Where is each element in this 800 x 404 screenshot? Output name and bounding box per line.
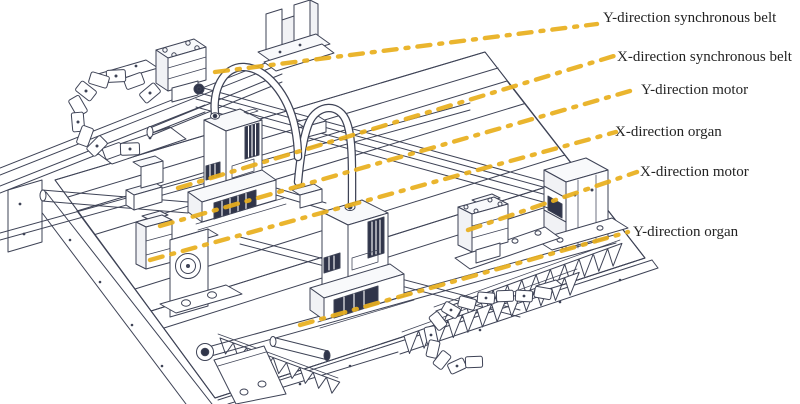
bearing-block [159,228,243,318]
label-x-sync-belt: X-direction synchronous belt [617,49,792,65]
synchronous-belt-bar [196,234,617,361]
y-direction-motor [155,38,207,103]
leader-y-motor [157,86,640,229]
drag-chain-left [68,69,161,160]
leader-y-sync-belt [212,21,600,75]
label-y-motor: Y-direction motor [641,82,749,98]
left-gusset-and-shaft [7,179,189,253]
label-y-organ: Y-direction organ [633,224,739,240]
belt-drive-motor [135,210,173,270]
label-x-organ: X-direction organ [615,124,722,140]
leader-x-organ [147,129,619,263]
corner-gusset [213,345,287,404]
drag-chain-right [423,279,563,375]
leader-lines [147,21,640,328]
label-x-motor: X-direction motor [640,164,749,180]
spindle-head-1 [187,62,303,231]
spindle-head-2 [293,103,415,329]
leader-x-sync-belt [175,53,617,191]
leader-x-motor [465,169,640,233]
label-y-sync-belt: Y-direction synchronous belt [603,10,777,26]
leader-y-organ [297,229,631,328]
